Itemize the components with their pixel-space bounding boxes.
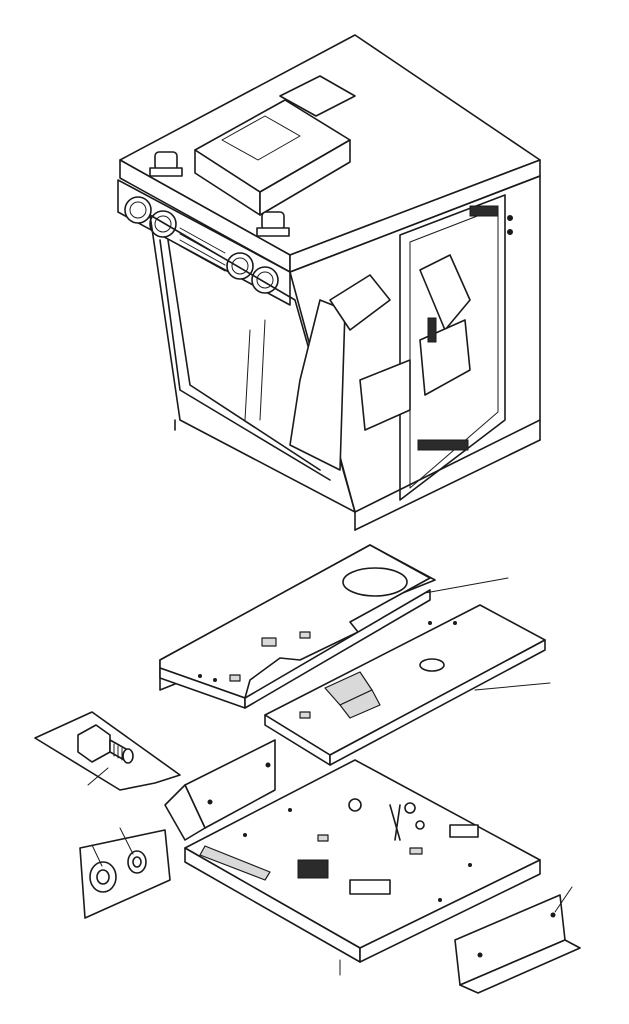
headlamp: [124, 196, 152, 224]
washer: [127, 850, 147, 874]
leader-line-nut: [91, 844, 103, 867]
leader-lines: [87, 577, 573, 913]
upper-floor-plate: [159, 544, 436, 709]
roof-console: [194, 75, 356, 216]
nut: [89, 861, 117, 893]
front-light-bar: [117, 179, 291, 306]
cab-assembly: [117, 34, 541, 531]
operator-seat: [359, 254, 471, 431]
beacon-lamp-right: [256, 211, 290, 237]
fastener-callout: [79, 829, 171, 919]
steering-console: [244, 274, 391, 471]
beacon-lamp-left: [149, 151, 183, 177]
end-bracket: [454, 894, 581, 994]
bolt-callout: [34, 711, 181, 791]
headlamp: [251, 266, 279, 294]
leader-line-bolt: [87, 767, 109, 786]
leader-line-upper-plate: [424, 577, 509, 594]
leader-line-lower-plate: [474, 682, 551, 691]
bolt: [77, 724, 134, 764]
side-bracket: [164, 739, 276, 841]
floor-frame: [184, 759, 541, 976]
floor-cutout: [342, 567, 408, 597]
headlamp: [149, 210, 177, 238]
leader-line-washer: [119, 827, 134, 855]
headlamp: [226, 252, 254, 280]
leader-line-end-bracket: [554, 886, 573, 913]
lower-floor-plate: [264, 604, 546, 766]
